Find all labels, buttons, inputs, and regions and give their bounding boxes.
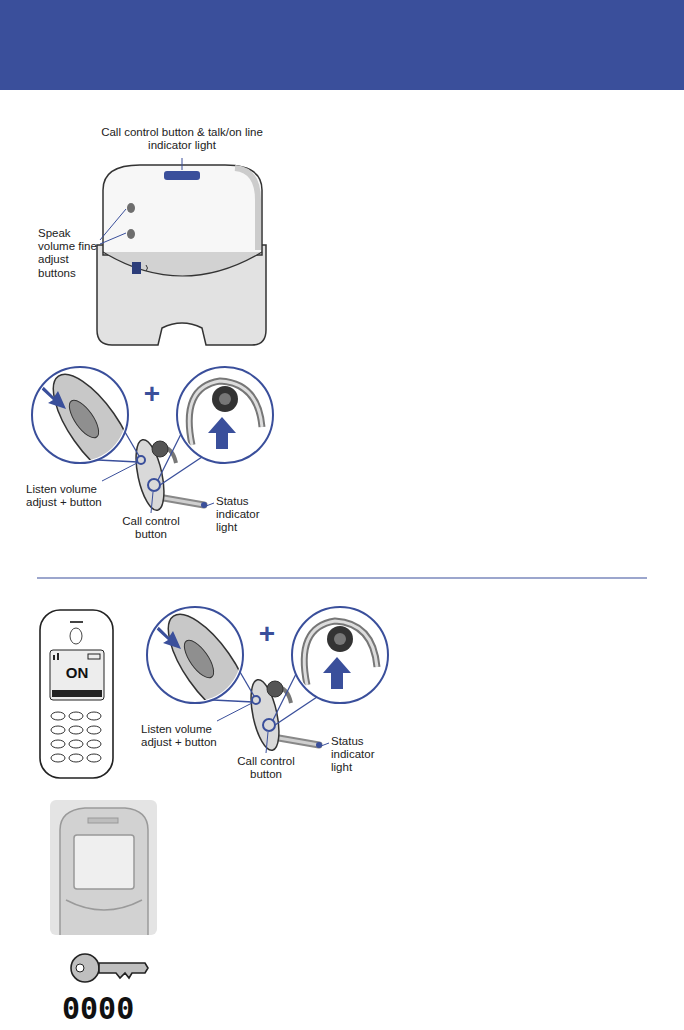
- part-label: Call control button: [112, 515, 190, 541]
- key-icon: [76, 964, 84, 972]
- mobile-phone: [51, 726, 65, 734]
- base-unit: [103, 165, 262, 255]
- leader-lines: [100, 233, 126, 244]
- base-unit: [97, 245, 266, 345]
- phone-closeup: [50, 800, 157, 935]
- mobile-phone: [69, 740, 83, 748]
- mobile-phone: [53, 655, 55, 660]
- leader-lines: [100, 158, 182, 244]
- plus-sign: +: [140, 378, 164, 410]
- mobile-phone: [87, 754, 101, 762]
- key-icon: [99, 963, 148, 978]
- phone-closeup: [88, 818, 118, 823]
- mobile-phone: [50, 650, 104, 700]
- base-unit: [146, 265, 148, 271]
- part-label: Listen volume adjust + button: [141, 723, 236, 749]
- header-band: [0, 0, 684, 90]
- screen-text: ON: [50, 664, 104, 681]
- mobile-phone: [88, 654, 100, 659]
- key-icon: [71, 954, 99, 982]
- base-unit: [132, 262, 141, 274]
- mobile-phone: [87, 740, 101, 748]
- part-label: Listen volume adjust + button: [26, 483, 121, 509]
- divider: [37, 577, 647, 578]
- base-unit: [235, 168, 258, 250]
- mobile-phone: [57, 653, 59, 660]
- key-icon: [71, 954, 148, 982]
- part-label: Status indicator light: [216, 495, 278, 535]
- mobile-phone: [40, 610, 113, 778]
- phone-closeup: [74, 835, 134, 889]
- mobile-phone: [51, 740, 65, 748]
- mobile-phone: [87, 712, 101, 720]
- mobile-phone: [69, 754, 83, 762]
- mobile-phone: [51, 712, 101, 762]
- mobile-phone: [70, 621, 83, 623]
- mobile-phone: [51, 754, 65, 762]
- base-unit: [127, 203, 135, 213]
- phone-closeup: [50, 800, 157, 935]
- mobile-phone: [87, 726, 101, 734]
- mobile-phone: [52, 690, 102, 697]
- mobile-phone: [69, 726, 83, 734]
- part-label: Speak volume fine adjust buttons: [38, 227, 98, 280]
- base-unit: [164, 171, 200, 180]
- mobile-phone: [40, 610, 113, 778]
- part-label: Call control button & talk/on line indic…: [97, 126, 267, 152]
- base-unit: [97, 165, 266, 345]
- leader-lines: [182, 158, 183, 170]
- plus-sign: +: [255, 618, 279, 650]
- phone-closeup: [66, 900, 142, 910]
- part-label: Call control button: [227, 755, 305, 781]
- leader-lines: [100, 209, 126, 240]
- base-unit: [103, 252, 262, 276]
- mobile-phone: [70, 628, 82, 644]
- part-label: Status indicator light: [331, 735, 393, 775]
- mobile-phone: [69, 712, 83, 720]
- mobile-phone: [51, 712, 65, 720]
- phone-closeup: [60, 808, 148, 935]
- passkey-code: 0000: [62, 992, 162, 1027]
- base-unit: [127, 229, 135, 239]
